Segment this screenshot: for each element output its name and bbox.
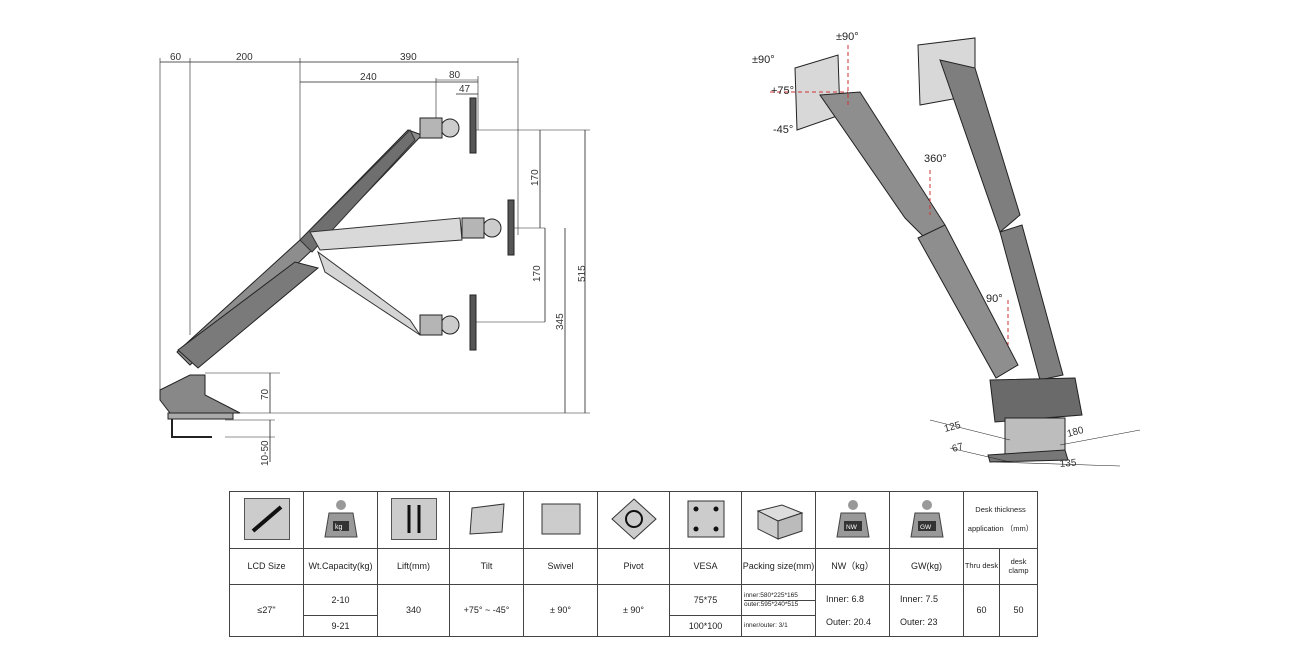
- label-packing: Packing size(mm): [741, 548, 816, 585]
- label-gw: GW(kg): [889, 548, 964, 585]
- value-nw-1: Inner: 6.8: [826, 594, 865, 605]
- dim-240: 240: [360, 72, 377, 83]
- dim-70: 70: [260, 388, 271, 400]
- side-view-drawing: [159, 58, 590, 462]
- dim-515: 515: [577, 265, 588, 282]
- packing-box-icon: [741, 491, 816, 549]
- label-wt-capacity: Wt.Capacity(kg): [303, 548, 378, 585]
- rotation-angle-labels: ±90° ±90° +75° -45° 360° 90° 125 67 180 …: [752, 31, 1085, 470]
- base-dim-135: 135: [1059, 458, 1077, 470]
- angle-rotate-90: 90°: [986, 293, 1003, 305]
- label-lift: Lift(mm): [377, 548, 450, 585]
- dim-47: 47: [459, 84, 471, 95]
- desk-thickness-header: Desk thickness application （mm）: [962, 491, 1039, 549]
- dim-10-50: 10-50: [260, 440, 271, 466]
- value-nw-2: Outer: 20.4: [826, 616, 872, 627]
- label-desk-clamp: desk clamp: [998, 548, 1039, 585]
- dim-80: 80: [449, 70, 461, 81]
- value-packing-1: inner:580*225*165: [744, 592, 798, 600]
- side-view-dimension-labels: 60 200 390 240 80 47 170 170 515 345 70 …: [170, 52, 588, 466]
- angle-tilt-up: +75°: [771, 85, 794, 97]
- base-dim-67: 67: [951, 441, 965, 455]
- angle-rotate-360: 360°: [924, 153, 947, 165]
- perspective-view-drawing: [770, 37, 1141, 467]
- value-desk-clamp: 50: [998, 584, 1039, 637]
- tilt-icon: [449, 491, 524, 549]
- value-swivel: ± 90°: [523, 584, 598, 637]
- specification-table: kg NW GW Desk thickness application （mm）…: [229, 491, 1039, 637]
- value-tilt: +75° ~ -45°: [449, 584, 524, 637]
- value-vesa-1: 75*75: [669, 583, 742, 617]
- angle-swivel-left: ±90°: [752, 54, 775, 66]
- desk-thickness-line2: application （mm）: [967, 524, 1034, 533]
- label-vesa: VESA: [669, 548, 742, 585]
- weight-capacity-icon: kg: [303, 491, 378, 549]
- base-dim-125: 125: [943, 420, 962, 435]
- dim-170-upper: 170: [530, 169, 541, 186]
- dim-60: 60: [170, 52, 182, 63]
- gross-weight-icon: GW: [889, 491, 964, 549]
- nw-text: NW: [846, 524, 858, 531]
- lcd-size-icon: [229, 491, 304, 549]
- value-thru-desk: 60: [963, 584, 1000, 637]
- value-packing-3: inner/outer: 3/1: [741, 615, 816, 637]
- label-thru-desk: Thru desk: [963, 548, 1000, 585]
- value-wt-1: 2-10: [303, 583, 378, 617]
- value-lift: 340: [377, 584, 450, 637]
- value-packing: inner:580*225*165 outer:595*240*515: [741, 583, 816, 617]
- angle-swivel-top: ±90°: [836, 31, 859, 43]
- dim-345: 345: [555, 313, 566, 330]
- value-nw: Inner: 6.8 Outer: 20.4: [815, 584, 890, 637]
- dim-390: 390: [400, 52, 417, 63]
- label-nw: NW（kg）: [815, 548, 890, 585]
- value-vesa-2: 100*100: [669, 615, 742, 637]
- label-pivot: Pivot: [597, 548, 670, 585]
- value-wt-2: 9-21: [303, 615, 378, 637]
- label-swivel: Swivel: [523, 548, 598, 585]
- pivot-icon: [597, 491, 670, 549]
- base-dim-180: 180: [1066, 425, 1085, 440]
- product-drawing: 60 200 390 240 80 47 170 170 515 345 70 …: [159, 31, 1141, 470]
- value-pivot: ± 90°: [597, 584, 670, 637]
- dim-200: 200: [236, 52, 253, 63]
- swivel-icon: [523, 491, 598, 549]
- vesa-icon: [669, 491, 742, 549]
- value-gw-2: Outer: 23: [900, 616, 938, 627]
- lift-icon: [377, 491, 450, 549]
- value-packing-2: outer:595*240*515: [744, 599, 815, 608]
- net-weight-icon: NW: [815, 491, 890, 549]
- angle-tilt-down: -45°: [773, 124, 793, 136]
- value-lcd-size: ≤27": [229, 584, 304, 637]
- label-tilt: Tilt: [449, 548, 524, 585]
- gw-text: GW: [920, 524, 932, 531]
- dim-170-lower: 170: [532, 265, 543, 282]
- label-lcd-size: LCD Size: [229, 548, 304, 585]
- desk-thickness-line1: Desk thickness: [975, 505, 1026, 515]
- value-gw-1: Inner: 7.5: [900, 594, 939, 605]
- kg-text: kg: [335, 524, 343, 531]
- value-gw: Inner: 7.5 Outer: 23: [889, 584, 964, 637]
